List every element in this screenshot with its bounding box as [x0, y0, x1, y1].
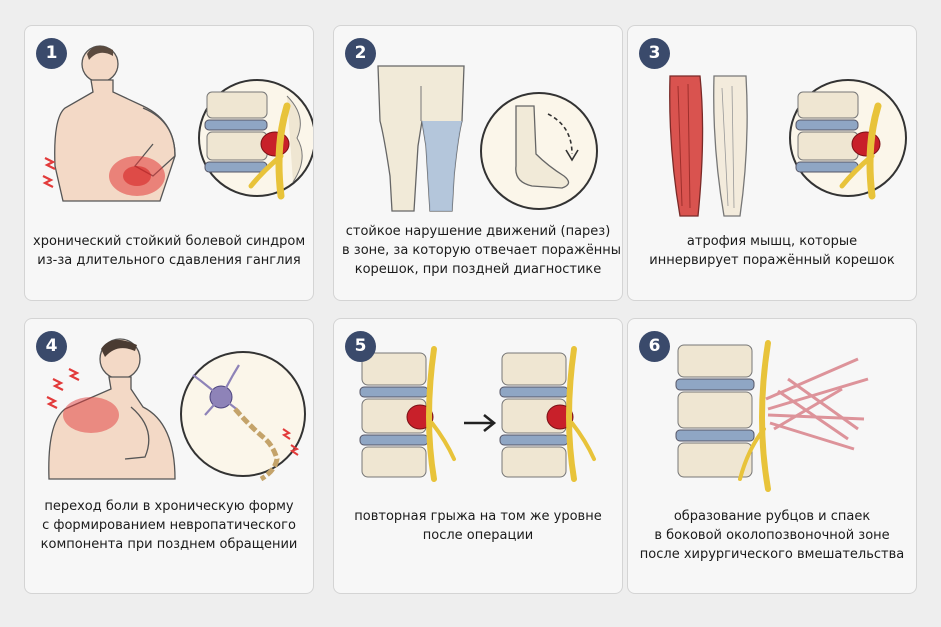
panel-number-badge: 6 — [639, 331, 670, 362]
panel-number-badge: 4 — [36, 331, 67, 362]
panel-caption: атрофия мышц, которые иннервирует поражё… — [649, 234, 895, 268]
spine-before-icon — [359, 346, 456, 482]
chronic-pain-illustration — [42, 45, 313, 202]
panel-number-badge: 3 — [639, 38, 670, 69]
spine-scar-icon — [675, 340, 771, 492]
panel-caption: повторная грыжа на том же уровне после о… — [354, 509, 602, 543]
panel-1: 1 — [24, 25, 314, 301]
man-neck-pain-icon — [46, 338, 176, 480]
panel-number-badge: 1 — [36, 38, 67, 69]
scarring-adhesions-illustration — [675, 340, 869, 492]
panel-2: 2 стойкое нарушение движений (парез) в з… — [333, 25, 623, 301]
panel-caption: переход боли в хроническую форму с форми… — [40, 499, 298, 552]
legs-icon — [377, 65, 465, 212]
panel-3: 3 атрофия мышц, которые иннервирует п — [627, 25, 917, 301]
panel-caption: хронический стойкий болевой синдром из-з… — [33, 234, 306, 268]
panel-caption: образование рубцов и спаек в боковой око… — [639, 509, 905, 562]
spine-hernia-zoom-icon — [198, 79, 313, 200]
neuron-zoom-icon — [180, 351, 306, 482]
spine-after-icon — [499, 346, 596, 482]
panel-number-badge: 5 — [345, 331, 376, 362]
neuropathic-pain-illustration — [46, 338, 306, 482]
panel-5: 5 — [333, 318, 623, 594]
spine-hernia-zoom-icon — [789, 79, 907, 200]
muscle-atrophy-illustration — [669, 75, 907, 217]
panel-6: 6 образование рубцов и сп — [627, 318, 917, 594]
scar-tissue-icon — [765, 357, 869, 451]
recurrent-hernia-illustration — [359, 346, 596, 482]
foot-drop-zoom-icon — [480, 92, 598, 210]
panel-caption: стойкое нарушение движений (парез) в зон… — [342, 224, 623, 277]
panel-4: 4 переход боли в хроничес — [24, 318, 314, 594]
leg-muscles-icon — [669, 75, 748, 217]
man-back-pain-icon — [42, 45, 176, 202]
panel-number-badge: 2 — [345, 38, 376, 69]
arrow-right-icon — [464, 413, 497, 433]
paresis-illustration — [377, 65, 598, 212]
